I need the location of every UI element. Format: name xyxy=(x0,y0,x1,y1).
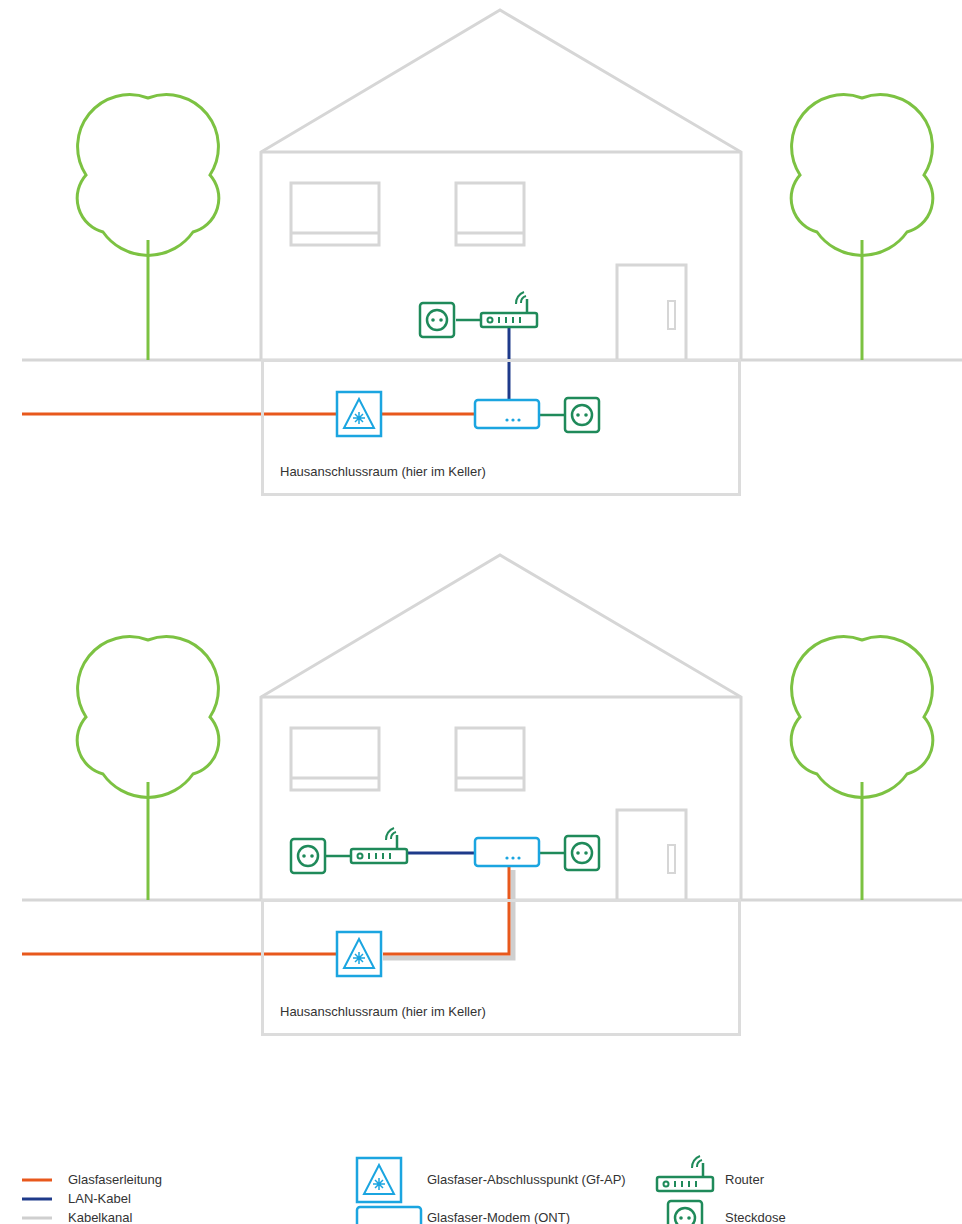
legend-label: Glasfaser-Abschlusspunkt (Gf-AP) xyxy=(427,1172,626,1188)
room-region: Hausanschlussraum (hier im Keller) xyxy=(261,359,741,496)
legend-label: Steckdose xyxy=(725,1210,786,1224)
legend-label: Glasfaserleitung xyxy=(68,1172,162,1188)
legend-label: LAN-Kabel xyxy=(68,1191,131,1207)
scene-bottom xyxy=(22,555,962,976)
legend-label: Kabelkanal xyxy=(68,1210,132,1224)
room-label: Hausanschlussraum (hier im Keller) xyxy=(280,1004,486,1020)
legend-label: Router xyxy=(725,1172,764,1188)
scene-top xyxy=(22,10,962,436)
room-label: Hausanschlussraum (hier im Keller) xyxy=(280,464,486,480)
legend-label: Glasfaser-Modem (ONT) xyxy=(427,1210,570,1224)
room-region: Hausanschlussraum (hier im Keller) xyxy=(261,899,741,1036)
legend-samples xyxy=(22,1156,713,1224)
